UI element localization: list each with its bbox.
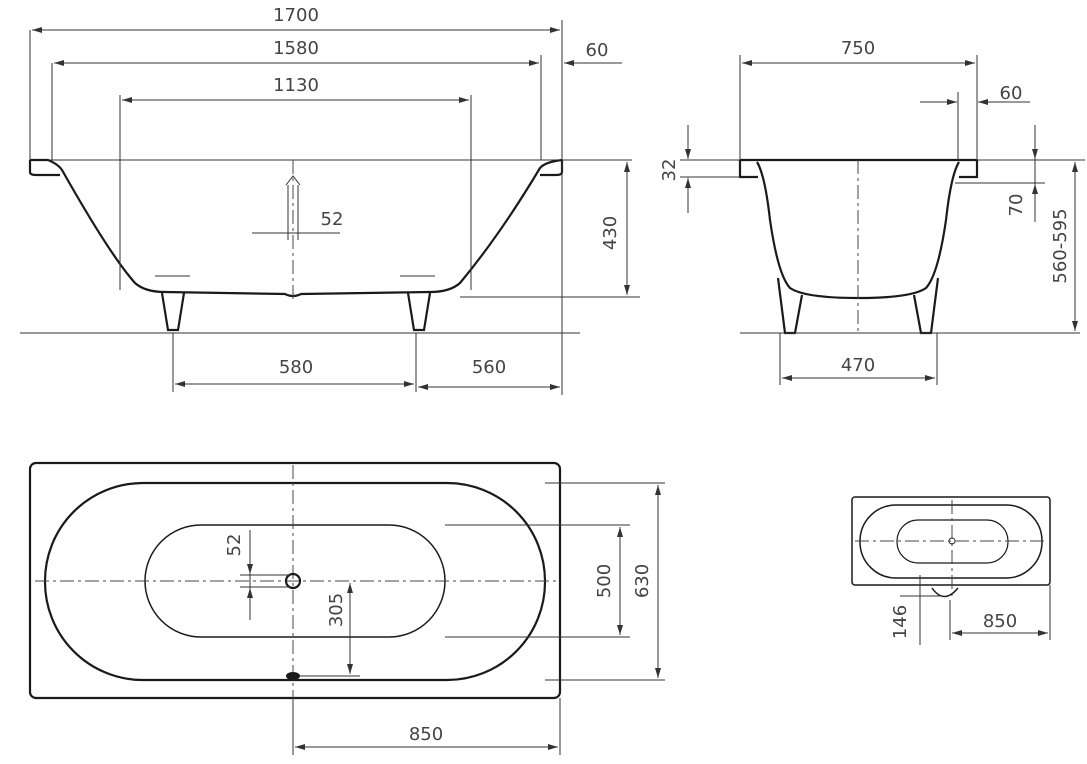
dim-850: 850: [409, 724, 443, 745]
dim-560-595: 560-595: [1050, 208, 1071, 283]
dim-750: 750: [841, 38, 875, 59]
end-view: 750 60 32 70 560-595 470: [659, 38, 1085, 385]
dim-305: 305: [326, 593, 347, 627]
dim-1130: 1130: [273, 75, 319, 96]
dim-500: 500: [594, 564, 615, 598]
dim-850-small: 850: [983, 611, 1017, 632]
dim-630: 630: [632, 564, 653, 598]
dim-430: 430: [600, 216, 621, 250]
dim-1700: 1700: [273, 5, 319, 26]
dim-60: 60: [586, 40, 609, 61]
dim-470: 470: [841, 355, 875, 376]
side-view: 1700 1580 60 1130 52 430 580 560: [20, 5, 640, 395]
dim-52-plan: 52: [224, 534, 245, 557]
dim-32: 32: [659, 159, 680, 182]
dim-1580: 1580: [273, 38, 319, 59]
dim-146: 146: [890, 605, 911, 639]
dim-560: 560: [472, 357, 506, 378]
dim-580: 580: [279, 357, 313, 378]
plan-view: 52 305 500 630 850: [28, 461, 665, 755]
dim-70: 70: [1006, 194, 1027, 217]
dim-52: 52: [321, 209, 344, 230]
dim-60-end: 60: [1000, 83, 1023, 104]
small-plan-view: 146 850: [851, 496, 1051, 645]
